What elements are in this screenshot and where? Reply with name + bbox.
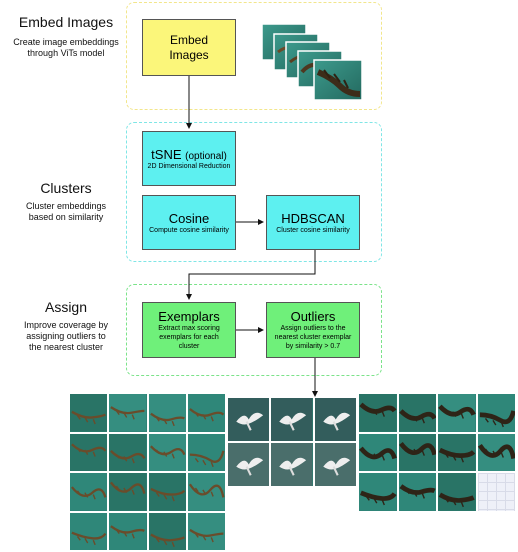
cluster-tile [359,433,397,472]
clusters-section-title: Clusters [40,180,92,196]
cluster-tile [359,473,397,511]
cosine-title: Cosine [168,210,210,226]
tsne-box: tSNE (optional) 2D Dimensional Reduction [142,131,236,186]
hdbscan-box: HDBSCAN Cluster cosine similarity [266,195,360,250]
cluster-tile [398,473,436,511]
cluster-tile [271,443,313,486]
clusters-group [126,122,382,262]
cluster-tile [438,394,476,432]
cluster-tile [109,473,147,511]
embed-images-line2: Images [169,47,209,62]
cluster-tile [271,398,313,441]
cluster-tile [398,433,436,472]
exemplars-sub2: exemplars for each [159,334,219,341]
cluster-tile [314,398,356,441]
outliers-sub3: by similarity > 0.7 [285,343,341,350]
cluster-tile [70,394,108,432]
arrow-hdbscan-to-exemplars [186,250,316,300]
cluster-tile [70,512,108,550]
tsne-subtitle: 2D Dimensional Reduction [147,162,231,170]
embed-images-box: Embed Images [142,19,236,76]
assign-desc-line3: the nearest cluster [28,342,104,352]
cluster-grid-seaweed-b [359,394,515,511]
tsne-title: tSNE (optional) [151,147,227,162]
cluster-tile [148,433,186,471]
cluster-tile [109,512,147,550]
cluster-tile [109,394,147,432]
cluster-tile [477,473,515,511]
cluster-grid-birds [228,398,356,486]
cluster-tile [187,473,225,511]
embed-section-title: Embed Images [18,14,114,30]
cluster-tile [187,394,225,432]
assign-section-desc: Improve coverage by assigning outliers t… [0,320,132,353]
cluster-tile [398,394,436,432]
tsne-title-text: tSNE [151,146,182,162]
assign-group [126,284,382,376]
cluster-tile [314,443,356,486]
hdbscan-title: HDBSCAN [281,210,345,226]
clusters-desc-line2: based on similarity [28,212,104,222]
exemplars-sub1: Extract max scoring [158,325,220,332]
cosine-subtitle: Compute cosine similarity [149,226,229,234]
embed-desc-line2: through ViTs model [27,48,105,58]
cluster-tile [109,433,147,471]
cluster-tile [148,394,186,432]
exemplars-title: Exemplars [158,309,220,324]
outliers-sub1: Assign outliers to the [280,325,346,332]
assign-desc-line1: Improve coverage by [23,320,109,330]
clusters-section-desc: Cluster embeddings based on similarity [0,201,132,223]
outliers-sub2: nearest cluster exemplar [274,334,352,341]
cluster-tile [438,473,476,511]
cluster-tile [477,433,515,472]
assign-section-title: Assign [44,299,88,315]
assign-desc-line2: assigning outliers to [26,331,106,341]
cluster-tile [477,394,515,432]
cluster-tile [148,473,186,511]
embed-section-desc: Create image embeddings through ViTs mod… [0,37,132,59]
cosine-box: Cosine Compute cosine similarity [142,195,236,250]
hdbscan-subtitle: Cluster cosine similarity [276,226,350,234]
cluster-tile [187,512,225,550]
cluster-tile [438,433,476,472]
clusters-desc-line1: Cluster embeddings [25,201,107,211]
exemplars-box: Exemplars Extract max scoring exemplars … [142,302,236,358]
cluster-tile [187,433,225,471]
stacked-underwater-images-icon [261,23,363,101]
embed-desc-line1: Create image embeddings [13,37,119,47]
exemplars-sub3: cluster [178,343,200,350]
cluster-tile [359,394,397,432]
cluster-tile [228,398,270,441]
tsne-optional: (optional) [185,150,227,162]
embed-images-line1: Embed [169,32,209,47]
cluster-tile [70,433,108,471]
cluster-tile [228,443,270,486]
outliers-box: Outliers Assign outliers to the nearest … [266,302,360,358]
cluster-tile [148,512,186,550]
cluster-grid-seaweed-a [70,394,225,550]
cluster-tile [70,473,108,511]
embed-group [126,2,382,110]
outliers-title: Outliers [290,309,336,324]
